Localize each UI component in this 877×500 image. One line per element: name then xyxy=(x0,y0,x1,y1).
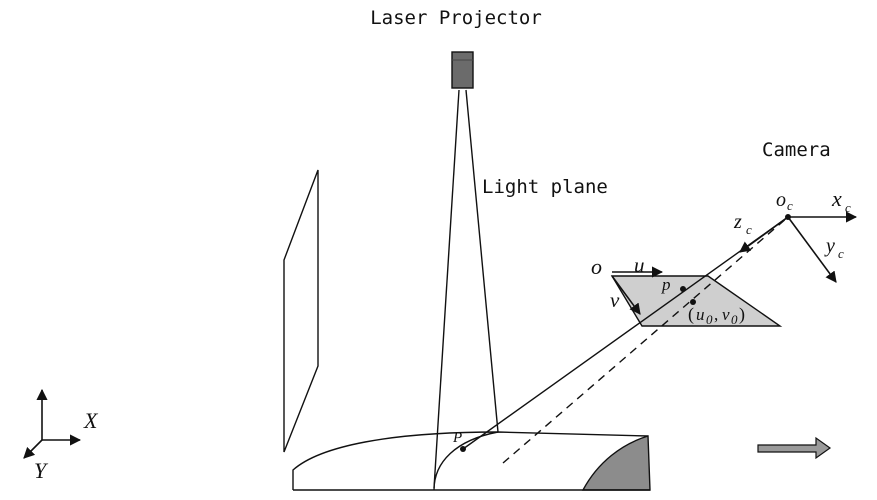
svg-text:,: , xyxy=(714,305,718,324)
image-v-label: v xyxy=(610,288,620,312)
world-x-label: X xyxy=(83,408,99,433)
svg-text:x: x xyxy=(831,186,842,211)
svg-text:u: u xyxy=(696,305,705,324)
svg-text:z: z xyxy=(733,211,742,233)
principal-point-label: ( u 0 , v 0 ) xyxy=(688,304,745,327)
projection-ray xyxy=(462,216,789,450)
principal-point xyxy=(690,299,696,305)
svg-text:v: v xyxy=(722,305,730,324)
right-arrow-icon xyxy=(757,436,832,460)
svg-text:c: c xyxy=(787,198,793,213)
image-point-label: p xyxy=(661,275,671,294)
world-axes xyxy=(23,388,82,459)
camera-z-axis xyxy=(739,216,789,253)
camera-origin-label: o c xyxy=(776,189,793,213)
light-plane xyxy=(433,89,499,489)
world-y-label: Y xyxy=(34,458,49,483)
object-point-label: P xyxy=(452,430,462,446)
camera-y-axis xyxy=(787,216,837,283)
camera-x-label: x c xyxy=(831,186,851,215)
light-plane-label: Light plane xyxy=(482,176,608,198)
image-u-label: u xyxy=(634,253,645,277)
camera-y-label: y c xyxy=(824,235,844,261)
laser-projector-label: Laser Projector xyxy=(370,7,542,29)
optical-axis xyxy=(502,216,789,464)
svg-text:0: 0 xyxy=(731,312,738,327)
svg-text:0: 0 xyxy=(706,312,713,327)
laser-projector-icon xyxy=(451,51,474,89)
workpiece-end-face xyxy=(581,435,651,491)
camera-z-label: z c xyxy=(733,211,752,237)
image-v-axis xyxy=(611,275,641,315)
svg-text:c: c xyxy=(838,246,844,261)
camera-label: Camera xyxy=(762,139,831,161)
image-point xyxy=(680,286,686,292)
svg-text:c: c xyxy=(746,222,752,237)
svg-text:o: o xyxy=(776,189,786,211)
image-origin-label: o xyxy=(591,254,602,279)
svg-text:): ) xyxy=(739,304,745,325)
svg-text:(: ( xyxy=(688,304,694,325)
svg-text:c: c xyxy=(845,200,851,215)
svg-text:y: y xyxy=(824,235,835,257)
workpiece xyxy=(292,431,651,491)
reference-plane xyxy=(283,169,319,453)
